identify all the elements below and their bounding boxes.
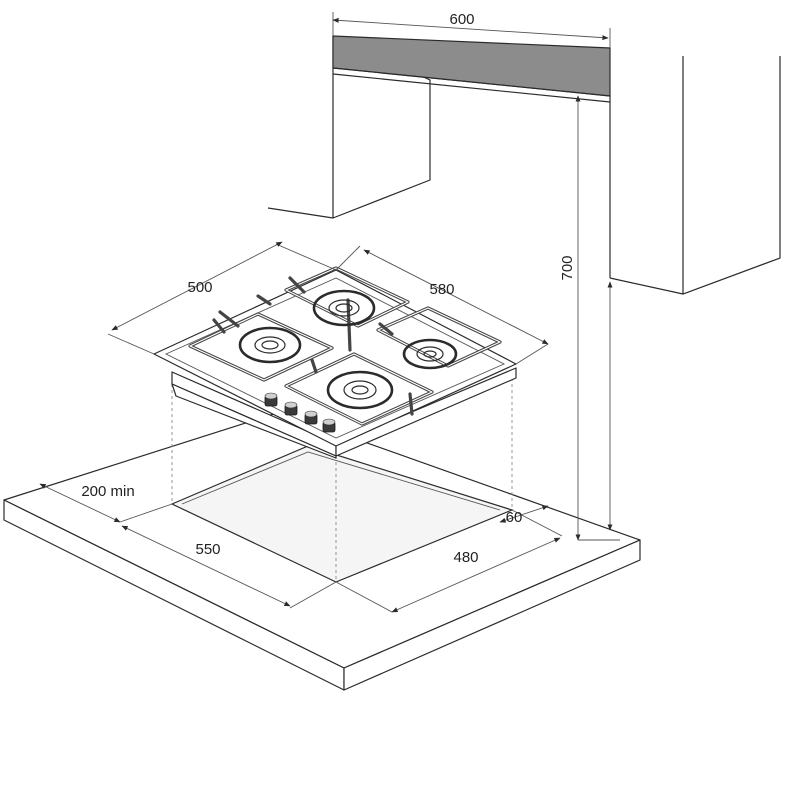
wall-cabinet-right bbox=[609, 56, 781, 295]
label-hob-depth: 500 bbox=[187, 279, 212, 296]
label-cabinet-height: 700 bbox=[559, 255, 576, 280]
control-knobs bbox=[264, 392, 336, 433]
label-wall-clearance: 200 min bbox=[81, 483, 134, 500]
label-cabinet-width: 600 bbox=[449, 11, 474, 28]
label-cutout-width: 550 bbox=[195, 541, 220, 558]
dimension-lines bbox=[39, 12, 620, 613]
wall-cabinet-left bbox=[267, 35, 611, 219]
label-hob-width: 580 bbox=[429, 281, 454, 298]
burner-front-left bbox=[326, 370, 394, 410]
countertop bbox=[3, 411, 641, 691]
label-cutout-depth: 480 bbox=[453, 549, 478, 566]
label-back-clearance: 60 bbox=[506, 509, 523, 526]
gas-hob bbox=[153, 266, 517, 459]
projection-lines bbox=[171, 372, 513, 582]
